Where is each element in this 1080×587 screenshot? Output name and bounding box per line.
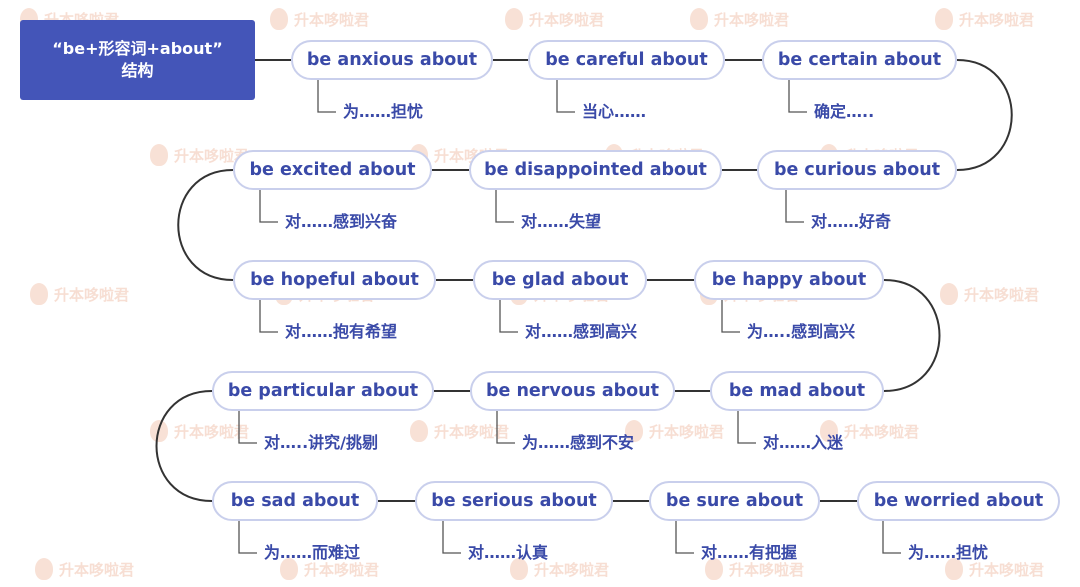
meaning-label: 为……而难过	[264, 543, 361, 562]
watermark: 升本哆啦君	[690, 8, 789, 30]
phrase-node: be happy about	[694, 260, 884, 300]
meaning-connector	[882, 521, 901, 554]
phrase-node: be glad about	[473, 260, 647, 300]
phrase-node: be excited about	[233, 150, 432, 190]
root-topic-line2: 结构	[121, 61, 154, 80]
watermark: 升本哆啦君	[30, 283, 129, 305]
meaning-connector	[317, 80, 336, 113]
meaning-connector	[788, 80, 807, 113]
meaning-connector	[259, 190, 278, 223]
phrase-node: be hopeful about	[233, 260, 436, 300]
phrase-node: be careful about	[528, 40, 725, 80]
watermark-mascot-icon	[690, 8, 708, 30]
watermark-mascot-icon	[505, 8, 523, 30]
watermark-mascot-icon	[280, 558, 298, 580]
meaning-label: 为……感到不安	[522, 433, 635, 452]
meaning-connector	[238, 411, 257, 444]
watermark-mascot-icon	[30, 283, 48, 305]
phrase-node: be nervous about	[470, 371, 675, 411]
meaning-label: 为……担忧	[343, 102, 424, 121]
watermark-mascot-icon	[510, 558, 528, 580]
meaning-label: 确定…..	[814, 102, 875, 121]
meaning-connector	[238, 521, 257, 554]
meaning-label: 对……感到高兴	[525, 322, 638, 341]
watermark-mascot-icon	[820, 420, 838, 442]
meaning-label: 当心……	[582, 102, 647, 121]
root-topic: “be+形容词+about” 结构	[20, 20, 255, 100]
meaning-connector	[259, 300, 278, 333]
phrase-node: be serious about	[415, 481, 613, 521]
watermark-mascot-icon	[935, 8, 953, 30]
watermark: 升本哆啦君	[505, 8, 604, 30]
watermark: 升本哆啦君	[940, 283, 1039, 305]
watermark-mascot-icon	[410, 420, 428, 442]
meaning-label: 对……好奇	[811, 212, 892, 231]
phrase-node: be sad about	[212, 481, 378, 521]
phrase-node: be anxious about	[291, 40, 493, 80]
root-topic-line1: “be+形容词+about”	[52, 39, 223, 58]
meaning-connector	[721, 300, 740, 333]
meaning-label: 对……入迷	[763, 433, 844, 452]
phrase-node: be mad about	[710, 371, 884, 411]
phrase-node: be particular about	[212, 371, 434, 411]
phrase-node: be certain about	[762, 40, 957, 80]
phrase-node: be disappointed about	[469, 150, 722, 190]
watermark-mascot-icon	[940, 283, 958, 305]
watermark: 升本哆啦君	[410, 420, 509, 442]
watermark-mascot-icon	[705, 558, 723, 580]
watermark: 升本哆啦君	[510, 558, 609, 580]
meaning-label: 为…..感到高兴	[747, 322, 856, 341]
connector-curve	[155, 390, 213, 502]
watermark: 升本哆啦君	[150, 144, 249, 166]
meaning-connector	[496, 411, 515, 444]
connector-curve	[956, 59, 1013, 171]
connector-curve	[883, 279, 941, 392]
watermark: 升本哆啦君	[625, 420, 724, 442]
meaning-label: 对……有把握	[701, 543, 798, 562]
meaning-connector	[495, 190, 514, 223]
watermark: 升本哆啦君	[270, 8, 369, 30]
watermark-mascot-icon	[625, 420, 643, 442]
watermark: 升本哆啦君	[820, 420, 919, 442]
watermark-mascot-icon	[35, 558, 53, 580]
watermark: 升本哆啦君	[705, 558, 804, 580]
phrase-node: be worried about	[857, 481, 1060, 521]
watermark-mascot-icon	[150, 144, 168, 166]
meaning-connector	[499, 300, 518, 333]
meaning-label: 对……认真	[468, 543, 549, 562]
meaning-connector	[675, 521, 694, 554]
watermark-mascot-icon	[270, 8, 288, 30]
meaning-connector	[556, 80, 575, 113]
watermark: 升本哆啦君	[945, 558, 1044, 580]
meaning-label: 对…..讲究/挑剔	[264, 433, 379, 452]
meaning-label: 对……抱有希望	[285, 322, 398, 341]
phrase-node: be curious about	[757, 150, 957, 190]
meaning-label: 为……担忧	[908, 543, 989, 562]
watermark-mascot-icon	[945, 558, 963, 580]
phrase-node: be sure about	[649, 481, 820, 521]
watermark: 升本哆啦君	[280, 558, 379, 580]
meaning-connector	[785, 190, 804, 223]
meaning-connector	[737, 411, 756, 444]
meaning-label: 对……失望	[521, 212, 602, 231]
connector-curve	[177, 169, 234, 281]
meaning-connector	[442, 521, 461, 554]
watermark: 升本哆啦君	[935, 8, 1034, 30]
watermark: 升本哆啦君	[35, 558, 134, 580]
meaning-label: 对……感到兴奋	[285, 212, 398, 231]
